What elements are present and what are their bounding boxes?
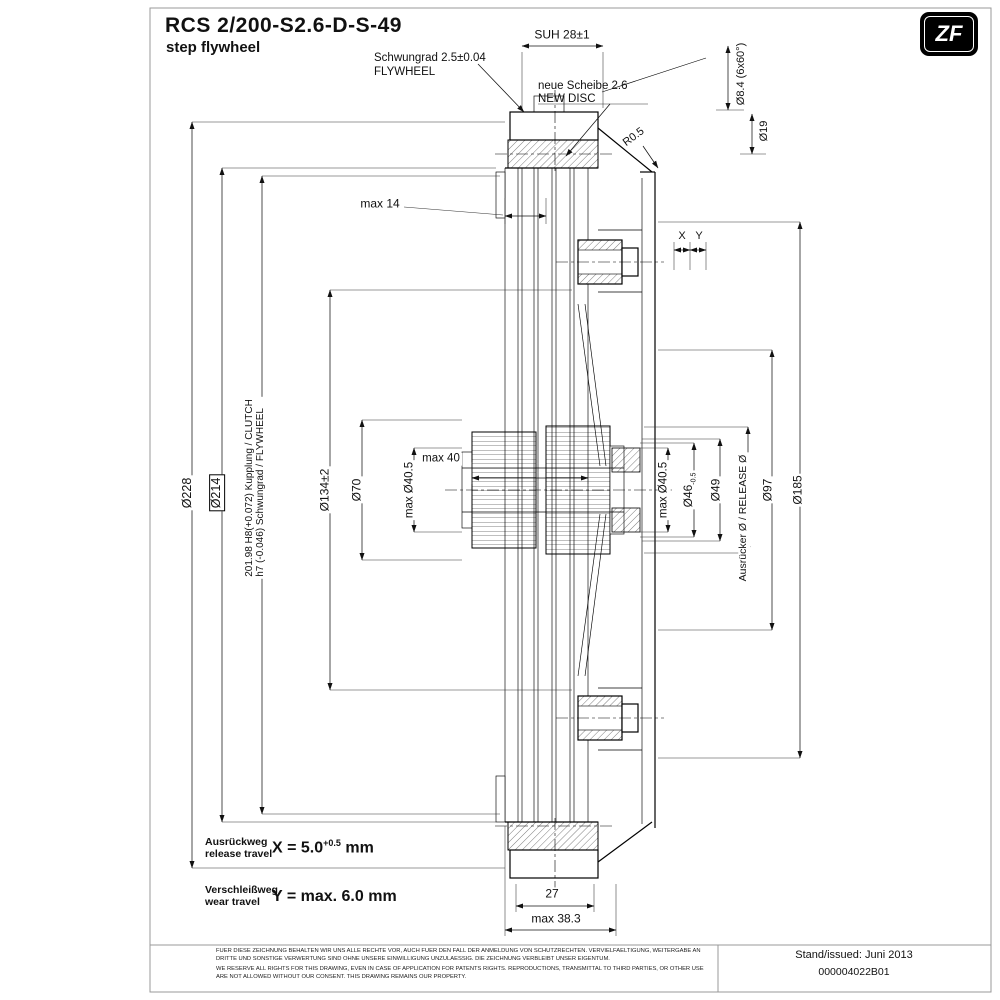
release-travel-de: Ausrückweg [205, 836, 268, 848]
wear-travel-de: Verschleißweg [205, 884, 278, 896]
dim-label-d49: Ø49 [708, 476, 723, 504]
dim-label-max40: max 40 [420, 452, 462, 466]
dim-label-d70: Ø70 [349, 476, 364, 504]
dim-label-d46-tol: -0.5 [690, 472, 698, 485]
disclaimer-english: WE RESERVE ALL RIGHTS FOR THIS DRAWING, … [216, 966, 704, 980]
dim-label-release-dia: Ausrücker Ø / RELEASE Ø [737, 452, 750, 584]
dim-label-max14: max 14 [358, 196, 402, 211]
sheet-frame [149, 7, 992, 993]
centerlines [445, 90, 672, 892]
dim-label-flywheel: FLYWHEEL [374, 66, 436, 78]
release-travel-unit: mm [340, 839, 374, 857]
dim-label-schwungrad: Schwungrad 2.5±0.04 [374, 52, 486, 64]
release-travel-value: X = 5.0+0.5 mm [272, 838, 374, 858]
wear-travel-value: Y = max. 6.0 mm [272, 888, 397, 905]
document-number: 000004022B01 [818, 966, 890, 978]
release-travel-tol: +0.5 [323, 838, 341, 848]
dim-label-27: 27 [543, 886, 561, 901]
page-title: RCS 2/200-S2.6-D-S-49 [165, 14, 402, 37]
dim-label-suh: SUH 28±1 [532, 27, 592, 42]
release-travel-en: release travel [205, 848, 273, 860]
dim-label-d185: Ø185 [790, 473, 805, 507]
dim-label-d46: Ø46-0.5 [680, 470, 699, 510]
disclaimer-german: FUER DIESE ZEICHNUNG BEHALTEN WIR UNS AL… [216, 948, 701, 962]
dim-label-max-d405-left: max Ø40.5 [403, 459, 417, 521]
dim-label-fit-line1: 201.98 H8(+0.072) Kupplung / CLUTCH [244, 399, 255, 577]
release-travel-number: X = 5.0 [272, 839, 324, 857]
dim-label-d97: Ø97 [760, 476, 775, 504]
dim-label-d84: Ø8.4 (6x60°) [734, 40, 748, 108]
issued-date: Stand/issued: Juni 2013 [795, 949, 913, 961]
dim-label-fit-line2: h7 (-0.046) Schwungrad / FLYWHEEL [255, 408, 266, 577]
dim-label-neue-scheibe: neue Scheibe 2.6 [538, 80, 628, 92]
dim-label-x: X [676, 229, 688, 243]
dim-label-max383: max 38.3 [529, 911, 583, 926]
zf-logo: ZF [920, 12, 978, 56]
dim-label-fit: 201.98 H8(+0.072) Kupplung / CLUTCH h7 (… [244, 397, 266, 579]
zf-logo-text: ZF [924, 16, 974, 52]
dim-label-d19: Ø19 [757, 118, 771, 144]
dim-label-d214: Ø214 [209, 474, 225, 512]
dim-label-max-d405-right: max Ø40.5 [657, 459, 671, 521]
dim-label-d228: Ø228 [180, 475, 195, 511]
dim-label-y: Y [693, 229, 705, 243]
page-subtitle: step flywheel [166, 39, 261, 56]
dim-label-new-disc: NEW DISC [538, 93, 596, 105]
disclaimer-block: FUER DIESE ZEICHNUNG BEHALTEN WIR UNS AL… [216, 948, 712, 981]
dim-label-d46-base: Ø46 [680, 484, 695, 508]
dim-label-d134: Ø134±2 [317, 466, 332, 514]
wear-travel-en: wear travel [205, 896, 260, 908]
